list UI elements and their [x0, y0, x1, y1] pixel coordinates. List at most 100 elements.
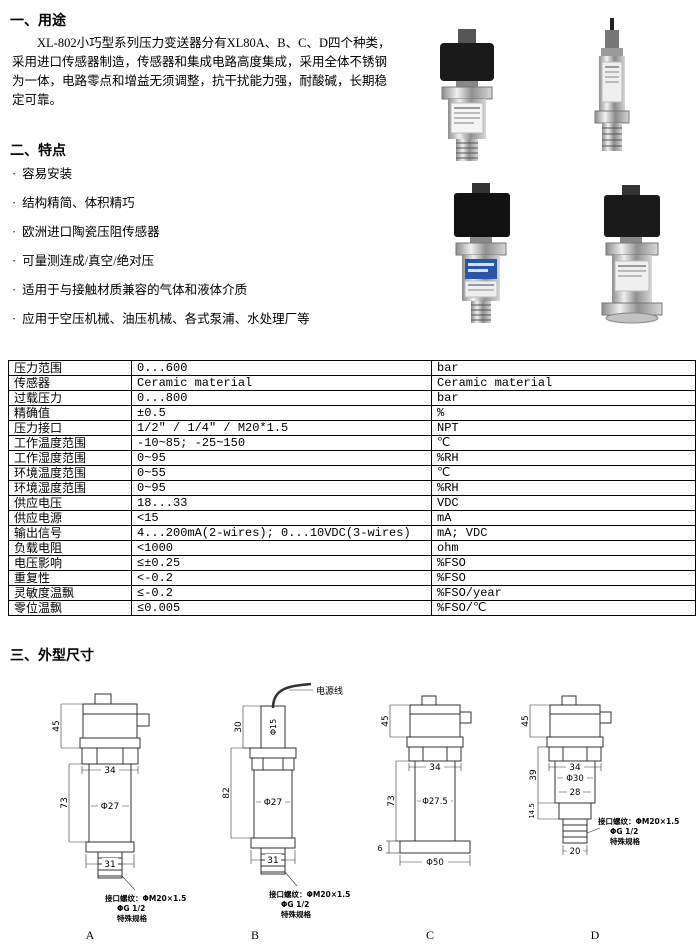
dim-a-body-dia: Φ27 — [101, 802, 120, 812]
spec-unit: bar — [431, 390, 696, 406]
dim-d-lower-height: 14.5 — [528, 803, 536, 819]
spec-value: 0~95 — [131, 450, 432, 466]
spec-label: 精确值 — [8, 405, 132, 421]
thread-note-line: 特殊规格 — [610, 836, 640, 846]
spec-unit: mA; VDC — [431, 525, 696, 541]
bullet-glyph: · — [12, 167, 17, 181]
feature-item: ·欧洲进口陶瓷压阻传感器 — [12, 218, 412, 247]
spec-label: 负载电阻 — [8, 540, 132, 556]
spec-value: 0~55 — [131, 465, 432, 481]
drawing-label-d: D — [590, 928, 600, 942]
spec-label: 环境温度范围 — [8, 465, 132, 481]
drawing-label-c: C — [425, 928, 434, 942]
spec-value: 18...33 — [131, 495, 432, 511]
spec-value: 0...800 — [131, 390, 432, 406]
spec-value: ±0.5 — [131, 405, 432, 421]
spec-unit: mA — [431, 510, 696, 526]
thread-note-line: ΦG 1/2 — [117, 904, 145, 913]
dim-c-top-height: 45 — [381, 715, 391, 726]
spec-unit: ohm — [431, 540, 696, 556]
feature-item: ·可量测连成/真空/绝对压 — [12, 247, 412, 276]
usage-paragraph: XL-802小巧型系列压力变送器分有XL80A、B、C、D四个种类，采用进口传感… — [12, 36, 391, 107]
spec-unit: bar — [431, 360, 696, 376]
spec-value: <15 — [131, 510, 432, 526]
feature-text: 容易安装 — [22, 167, 73, 181]
spec-label: 输出信号 — [8, 525, 132, 541]
spec-label: 环境湿度范围 — [8, 480, 132, 496]
dim-a-top-height: 45 — [52, 720, 62, 731]
bullet-glyph: · — [12, 283, 17, 297]
usage-heading: 一、用途 — [10, 14, 66, 29]
cable-label: 电源线 — [316, 685, 343, 697]
spec-label: 零位温飘 — [8, 600, 132, 616]
product-photo-blue-label — [454, 183, 510, 323]
spec-label: 压力接口 — [8, 420, 132, 436]
thread-note-line: ΦG 1/2 — [610, 827, 638, 836]
drawing-c: 34 Φ27.5 45 73 6 Φ50 — [377, 695, 472, 868]
dim-b-body-dia: Φ27 — [264, 798, 283, 808]
dim-b-top-dia: Φ15 — [269, 719, 278, 735]
spec-unit: %FSO/℃ — [431, 600, 696, 616]
spec-value: Ceramic material — [131, 375, 432, 391]
spec-label: 灵敏度温飘 — [8, 585, 132, 601]
spec-unit: ℃ — [431, 465, 696, 481]
spec-label: 过载压力 — [8, 390, 132, 406]
spec-unit: %RH — [431, 450, 696, 466]
dim-a-hex-width: 34 — [104, 766, 116, 776]
drawing-a: 34 Φ27 31 45 73 接口螺纹：ΦM20×1.5 ΦG 1/2 特殊规… — [52, 693, 186, 923]
spec-label: 工作湿度范围 — [8, 450, 132, 466]
drawing-d: 34 Φ30 28 45 39 14.5 20 接口螺纹：ΦM20×1.5 ΦG… — [521, 695, 679, 857]
spec-value: ≤-0.2 — [131, 585, 432, 601]
spec-label: 压力范围 — [8, 360, 132, 376]
dim-c-body-height: 73 — [387, 795, 397, 806]
table-row: 工作温度范围-10~85; -25~150℃ — [8, 435, 696, 451]
dim-c-flange-height: 6 — [377, 844, 382, 853]
dim-a-bottom-width: 31 — [104, 860, 115, 870]
spec-unit: %RH — [431, 480, 696, 496]
dimensions-heading: 三、外型尺寸 — [10, 649, 94, 664]
feature-item: · 容易安装 — [12, 160, 412, 189]
spec-value: <1000 — [131, 540, 432, 556]
dim-b-body-height: 82 — [222, 787, 232, 798]
product-photo-flush-diaphragm — [601, 185, 663, 324]
dim-a-body-height: 73 — [60, 797, 70, 808]
drawing-label-b: B — [250, 928, 259, 942]
spec-label: 电压影响 — [8, 555, 132, 571]
features-list: ·容易安装 ·结构精简、体积精巧 ·欧洲进口陶瓷压阻传感器 ·可量测连成/真空/… — [12, 160, 412, 334]
spec-value: 0~95 — [131, 480, 432, 496]
spec-label: 供应电压 — [8, 495, 132, 511]
spec-value: ≤±0.25 — [131, 555, 432, 571]
bullet-glyph: · — [12, 312, 17, 326]
spec-label: 工作温度范围 — [8, 435, 132, 451]
table-row: 重复性<-0.2%FSO — [8, 570, 696, 586]
spec-label: 供应电源 — [8, 510, 132, 526]
spec-unit: Ceramic material — [431, 375, 696, 391]
thread-note-line: 特殊规格 — [117, 913, 147, 923]
table-row: 零位温飘≤0.005%FSO/℃ — [8, 600, 696, 616]
feature-text: 适用于与接触材质兼容的气体和液体介质 — [22, 283, 248, 297]
table-row: 电压影响≤±0.25%FSO — [8, 555, 696, 571]
spec-unit: %FSO/year — [431, 585, 696, 601]
thread-note-line: 接口螺纹：ΦM20×1.5 — [598, 816, 679, 826]
table-row: 精确值±0.5% — [8, 405, 696, 421]
dim-b-top-height: 30 — [234, 721, 244, 733]
bullet-glyph: · — [12, 254, 17, 268]
dim-d-hex-width: 34 — [569, 763, 581, 773]
spec-value: <-0.2 — [131, 570, 432, 586]
feature-item: · 适用于与接触材质兼容的气体和液体介质 — [12, 276, 412, 305]
thread-note-line: 接口螺纹：ΦM20×1.5 — [105, 893, 186, 903]
spec-label: 传感器 — [8, 375, 132, 391]
drawing-label-a: A — [85, 928, 95, 942]
table-row: 灵敏度温飘≤-0.2%FSO/year — [8, 585, 696, 601]
features-heading: 二、特点 — [10, 144, 66, 159]
dim-c-hex-width: 34 — [429, 763, 441, 773]
dim-d-body-dia: Φ30 — [566, 774, 584, 784]
dim-d-top-height: 45 — [521, 715, 531, 726]
